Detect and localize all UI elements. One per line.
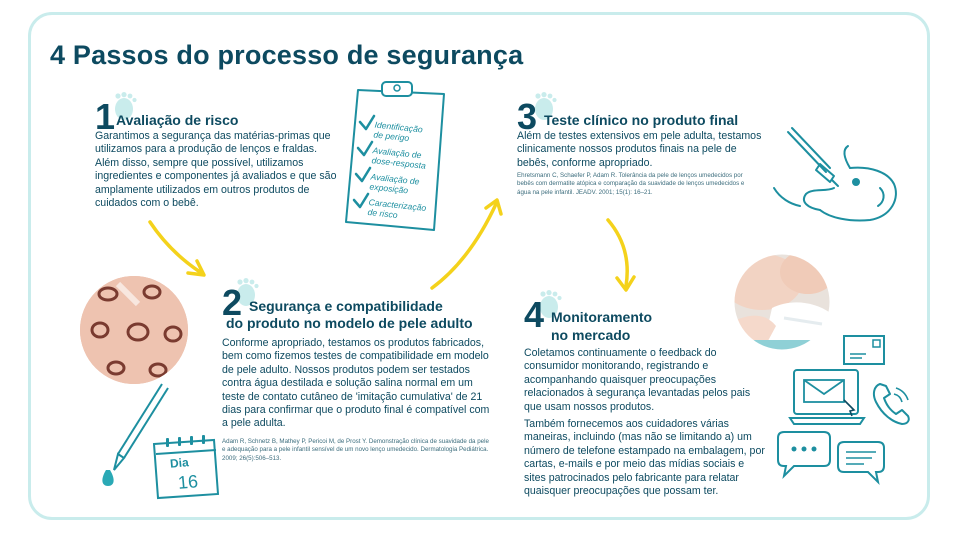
step-4-title-line2: no mercado — [551, 327, 631, 343]
step-4-body-2: Também fornecemos aos cuidadores várias … — [524, 418, 765, 498]
step-4-number: 4 — [524, 294, 545, 335]
baby-diaper-photo — [733, 253, 831, 351]
step-1-title: Avaliação de risco — [116, 112, 239, 128]
step-1-number: 1 — [95, 96, 116, 137]
clipboard-checklist-icon — [345, 81, 445, 231]
footprint-icon — [540, 290, 562, 318]
baby-foot-test-icon — [773, 127, 897, 222]
chat-bubbles-icon — [777, 431, 885, 486]
telephone-icon — [872, 383, 910, 425]
step-2-title-line2: do produto no modelo de pele adulto — [226, 315, 473, 331]
calendar-icon — [152, 435, 220, 500]
page-title: 4 Passos do processo de segurança — [50, 40, 524, 70]
step-3-number: 3 — [517, 96, 538, 137]
step-4-title-line1: Monitoramento — [551, 309, 653, 325]
step-3-title: Teste clínico no produto final — [544, 112, 739, 128]
step-3-body: Além de testes extensivos em pele adulta… — [517, 130, 762, 169]
step-2-body: Conforme apropriado, testamos os produto… — [222, 337, 490, 430]
letter-envelope-icon — [843, 335, 885, 365]
step-1-body: Garantimos a segurança das matérias-prim… — [95, 130, 337, 210]
step-2-reference: Adam R, Schnetz B, Mathey P, Pericoi M, … — [222, 438, 489, 462]
laptop-email-icon — [788, 369, 866, 425]
skin-patch-photo — [80, 276, 188, 384]
step-2-title-line1: Segurança e compatibilidade — [249, 298, 443, 314]
step-3-reference: Ehretsmann C, Schaefer P, Adam R. Tolerâ… — [517, 172, 745, 196]
step-2-number: 2 — [222, 282, 243, 323]
footprint-icon — [535, 92, 557, 120]
pipette-icon — [102, 383, 169, 486]
footprint-icon — [237, 278, 259, 306]
footprint-icon — [115, 92, 137, 120]
step-4-body-1: Coletamos continuamente o feedback do co… — [524, 347, 751, 413]
